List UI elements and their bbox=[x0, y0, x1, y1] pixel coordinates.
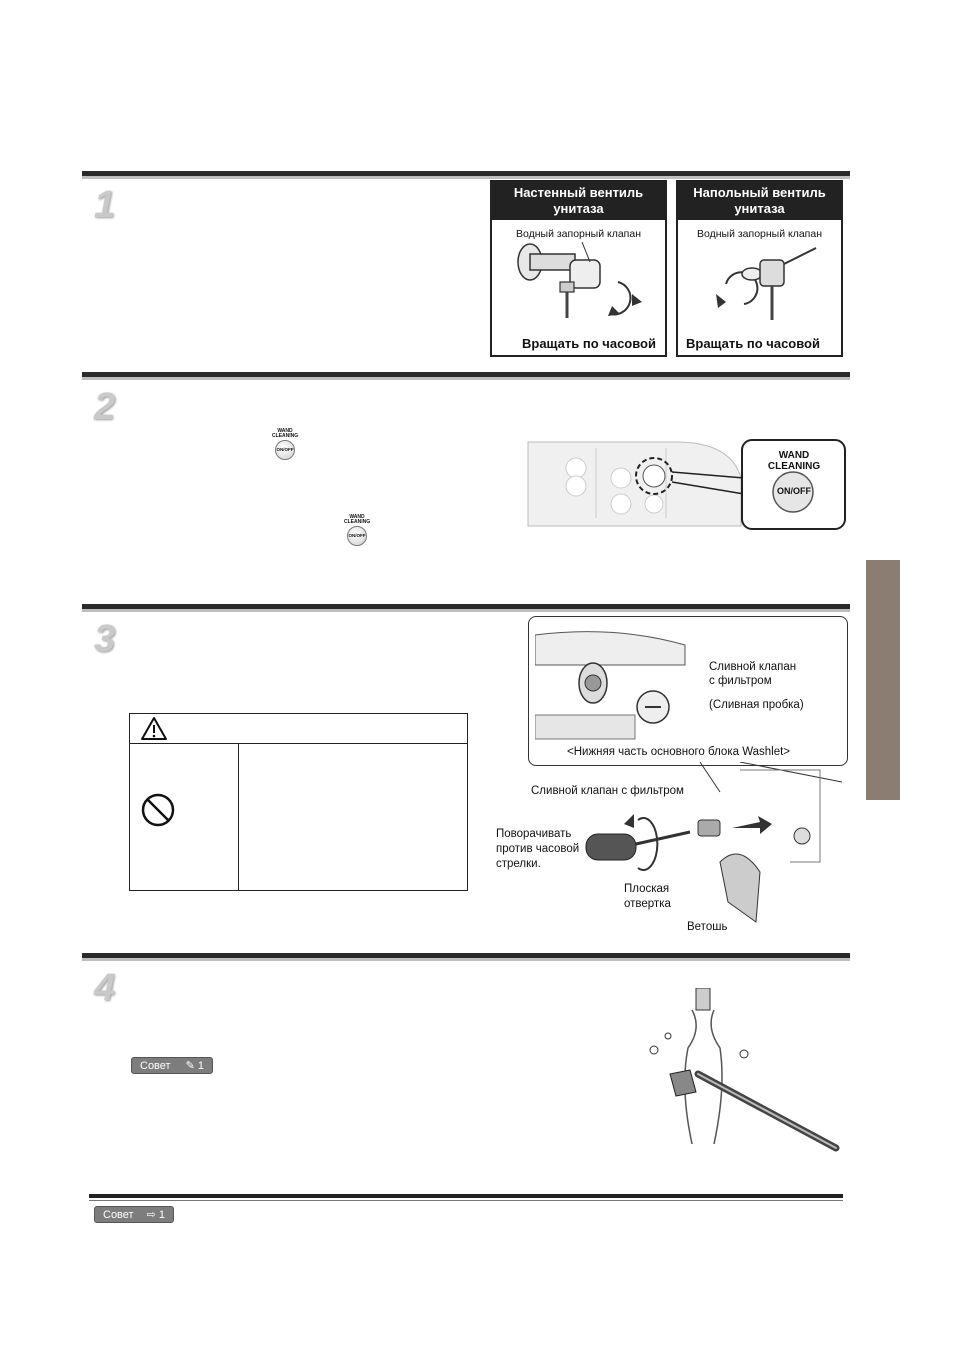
wand-cleaning-inline-icon: WAND CLEANING ON/OFF bbox=[272, 429, 298, 460]
step-3-number: 3 bbox=[94, 618, 116, 660]
callout-button-label: ON/OFF bbox=[777, 486, 811, 496]
warning-triangle-icon bbox=[141, 717, 167, 740]
wall-valve-title: Настенный вентиль унитаза bbox=[492, 182, 665, 220]
step-1-rule bbox=[82, 171, 850, 179]
inline-icon2-label: ON/OFF bbox=[348, 533, 366, 538]
callout-top-text: WAND bbox=[778, 450, 810, 461]
inline-icon2-top-text: WAND bbox=[349, 514, 365, 520]
callout-mid-text: CLEANING bbox=[767, 461, 821, 472]
inline-icon-circle: ON/OFF bbox=[275, 440, 295, 460]
wand-cleaning-inline-icon-2: WAND CLEANING ON/OFF bbox=[344, 515, 370, 546]
floor-valve-panel: Напольный вентиль унитаза Водный запорны… bbox=[676, 180, 843, 357]
step-2-rule bbox=[82, 372, 850, 380]
wand-cleaning-callout-text: WAND CLEANING bbox=[742, 450, 846, 472]
floor-valve-title: Напольный вентиль унитаза bbox=[678, 182, 841, 220]
step4-tip-number: 1 bbox=[197, 1060, 205, 1072]
inline-icon-label: ON/OFF bbox=[276, 447, 294, 452]
step4-tip-badge[interactable]: Совет ✎ 1 bbox=[131, 1057, 214, 1074]
brush-cleaning-illustration bbox=[649, 988, 840, 1152]
turn-label-2: против часовой bbox=[496, 843, 580, 855]
wall-valve-label: Водный запорный клапан bbox=[515, 228, 641, 240]
washlet-bottom-illustration bbox=[535, 631, 686, 740]
floor-valve-illustration bbox=[716, 247, 817, 320]
warning-divider bbox=[238, 743, 239, 890]
drain-valve-filter-label-1: Сливной клапан bbox=[709, 661, 797, 673]
inline-icon-mid-text: CLEANING bbox=[272, 433, 299, 439]
footer-tip-number: 1 bbox=[158, 1209, 166, 1221]
wall-valve-illustration bbox=[517, 242, 642, 318]
turn-label-1: Поворачивать bbox=[496, 828, 572, 840]
arrow-right-icon: ⇨ bbox=[146, 1209, 156, 1221]
washlet-bottom-caption: <Нижняя часть основного блока Washlet> bbox=[567, 746, 791, 758]
footer-rule bbox=[89, 1194, 843, 1198]
filter-valve-label: Сливной клапан с фильтром bbox=[531, 785, 684, 797]
floor-valve-footer: Вращать по часовой bbox=[686, 336, 820, 351]
footer-tip-badge[interactable]: Совет ⇨ 1 bbox=[94, 1206, 175, 1223]
warning-box bbox=[129, 713, 468, 891]
screwdriver-label-1: Плоская bbox=[624, 883, 670, 895]
drain-valve-filter-label-2: с фильтром bbox=[709, 675, 772, 687]
drain-plug-label: (Сливная пробка) bbox=[709, 699, 804, 711]
warning-header bbox=[130, 714, 467, 744]
pencil-icon: ✎ bbox=[185, 1060, 195, 1072]
side-tab bbox=[866, 560, 900, 800]
washlet-bottom-panel: Сливной клапан с фильтром (Сливная пробк… bbox=[528, 616, 848, 766]
prohibition-icon bbox=[141, 793, 175, 827]
inline-icon2-circle: ON/OFF bbox=[347, 526, 367, 546]
step-4-rule bbox=[82, 953, 850, 961]
step4-tip-label: Совет bbox=[140, 1060, 171, 1072]
inline-icon2-mid-text: CLEANING bbox=[344, 519, 371, 525]
step-4-number: 4 bbox=[94, 967, 116, 1009]
control-panel-illustration bbox=[527, 439, 846, 530]
floor-valve-label: Водный запорный клапан bbox=[696, 228, 822, 240]
rag-label: Ветошь bbox=[687, 921, 728, 933]
turn-label-3: стрелки. bbox=[496, 858, 541, 870]
step-2-number: 2 bbox=[94, 386, 116, 428]
step-1-number: 1 bbox=[94, 184, 116, 226]
filter-removal-illustration bbox=[585, 762, 842, 923]
footer-rule-thin bbox=[89, 1200, 843, 1201]
inline-icon-top-text: WAND bbox=[277, 428, 293, 434]
wall-valve-panel: Настенный вентиль унитаза Водный запорны… bbox=[490, 180, 667, 357]
wall-valve-footer: Вращать по часовой bbox=[522, 336, 656, 351]
footer-tip-label: Совет bbox=[103, 1209, 134, 1221]
screwdriver-label-2: отвертка bbox=[624, 898, 671, 910]
step-3-rule bbox=[82, 604, 850, 612]
